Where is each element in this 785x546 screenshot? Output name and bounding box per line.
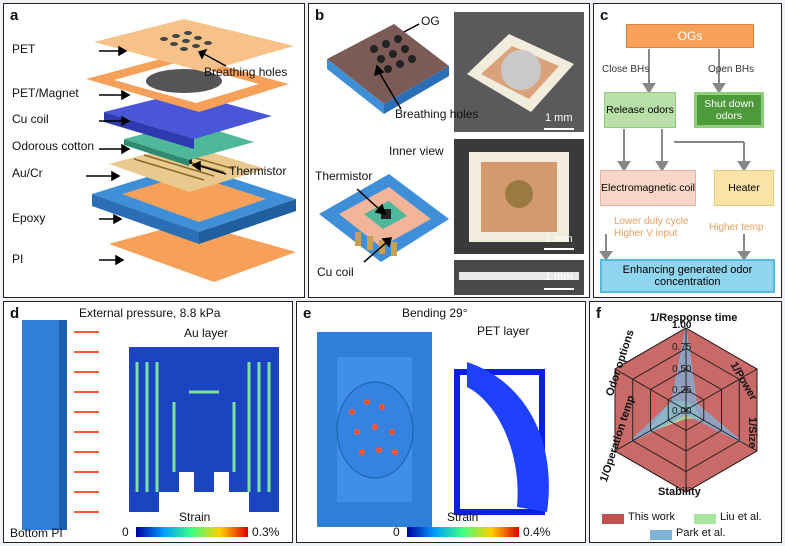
pi-layer [109,222,296,282]
scale-bar-2: 1 mm [545,233,573,245]
radar-chart [614,327,758,493]
panel-label-a: a [10,7,19,24]
pressure-simulation [22,320,279,537]
radar-tick-4: 0.25 [672,385,692,396]
label-lower-duty: Lower duty cycle [614,216,689,227]
label-strain-d: Strain [179,510,211,524]
label-higher-temp: Higher temp [709,222,764,233]
label-bottom-pi: Bottom PI [10,526,63,540]
magnet [146,69,222,93]
strain-max-e: 0.4% [523,525,551,539]
legend-liu: Liu et al. [720,511,762,523]
label-pet-layer: PET layer [477,324,530,338]
box-heater: Heater [714,170,774,206]
box-release-odors: Release odors [604,92,676,128]
strain-max-d: 0.3% [252,525,280,539]
radar-tick-5: 0.00 [672,406,692,417]
label-cu-coil-a: Cu coil [12,112,49,126]
label-inner-view: Inner view [389,144,444,158]
label-breathing-holes-b: Breathing holes [395,107,479,121]
title-d: External pressure, 8.8 kPa [79,306,221,320]
panel-a: a [3,3,305,298]
og-photos-and-renders [319,12,584,295]
exploded-device-diagram [86,19,296,282]
box-shut-down-odors: Shut down odors [694,92,764,128]
panel-e: e Bending 29° PET layer Strain 0 0.4% [296,301,586,543]
radar-tick-2: 0.75 [672,342,692,353]
pressure-arrows [74,331,99,513]
legend-swatch-park [650,530,672,540]
label-pi: PI [12,252,24,266]
axis-label-stability: Stability [658,486,701,498]
label-epoxy: Epoxy [12,211,46,225]
label-au-cr: Au/Cr [12,166,43,180]
box-electromagnetic-coil: Electromagnetic coil [600,170,696,206]
label-thermistor-a: Thermistor [229,164,287,178]
label-breathing-holes-a: Breathing holes [204,65,288,79]
legend-swatch-liu [694,514,716,524]
radar-tick-1: 1.00 [672,320,692,331]
label-au-layer: Au layer [184,326,229,340]
radar-spoke-6 [614,368,687,411]
label-thermistor-b: Thermistor [315,169,373,183]
control-flowchart-arrows [599,49,751,261]
panel-label-c: c [600,7,609,24]
og-render-top [327,24,449,104]
panel-d: d External pressure, 8.8 kPa Au lay [3,301,293,543]
panel-label-e: e [303,305,312,322]
radar-spoke-3 [685,409,758,452]
cu-coil-layer [104,92,272,139]
label-og: OG [421,14,440,28]
panel-f: f 1/Response time 1/Power 1/Size Stabili… [589,301,782,543]
label-cu-coil-b: Cu coil [317,265,354,279]
au-layer-map [129,347,279,512]
axis-label-response: 1/Response time [650,312,738,324]
box-ogs: OGs [626,24,754,48]
label-pet-magnet: PET/Magnet [12,86,79,100]
label-open-bhs: Open BHs [708,64,755,75]
scale-bar-3: 1 mm [545,271,573,283]
label-pet: PET [12,42,36,56]
strain-min-e: 0 [393,525,400,539]
panel-b: b [308,3,590,298]
panel-c: c OGs Close BHs Open BHs Release odors S… [593,3,782,298]
box-enhancing: Enhancing generated odor concentration [600,259,775,293]
axis-label-size: 1/Size [746,417,758,449]
radar-spoke-5 [614,409,687,452]
label-close-bhs: Close BHs [602,64,650,75]
strain-colorbar-e [407,527,519,537]
bending-simulation [317,332,549,537]
label-higher-v: Higher V input [614,228,678,239]
panel-label-b: b [315,7,325,24]
legend-swatch-this-work [602,514,624,524]
radar-spoke-2 [685,368,758,411]
legend-this-work: This work [628,511,676,523]
panel-label-d: d [10,305,20,322]
scale-bar-1: 1 mm [545,112,573,124]
label-odorous-cotton: Odorous cotton [12,139,95,153]
legend-park: Park et al. [676,527,726,539]
strain-colorbar-d [136,527,248,537]
label-strain-e: Strain [447,510,479,524]
strain-min-d: 0 [122,525,129,539]
radar-tick-3: 0.50 [672,364,692,375]
panel-label-f: f [596,305,601,322]
title-e: Bending 29° [402,306,468,320]
